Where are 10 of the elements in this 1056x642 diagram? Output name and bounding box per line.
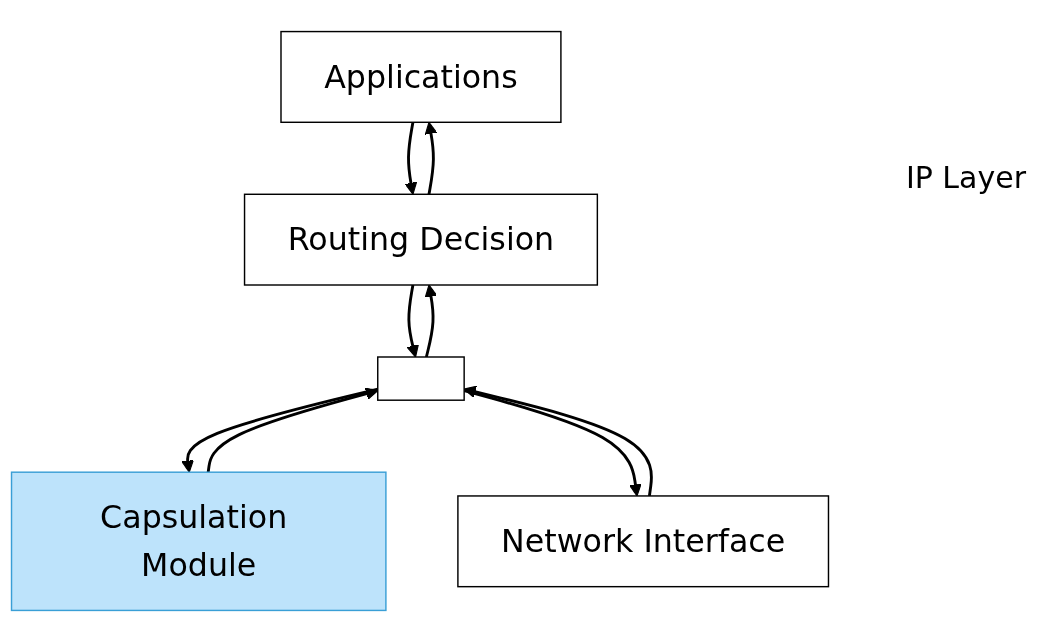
node-box — [377, 356, 465, 401]
node-box: Capsulation Module — [10, 471, 387, 612]
layer-label: IP Layer — [905, 160, 1026, 195]
node-box: Network Interface — [457, 495, 830, 588]
node-box: Routing Decision — [243, 193, 599, 286]
arrow — [406, 284, 419, 358]
node-box: Applications — [280, 30, 562, 123]
arrow — [404, 122, 418, 195]
arrow — [424, 121, 438, 195]
arrow — [424, 284, 438, 358]
